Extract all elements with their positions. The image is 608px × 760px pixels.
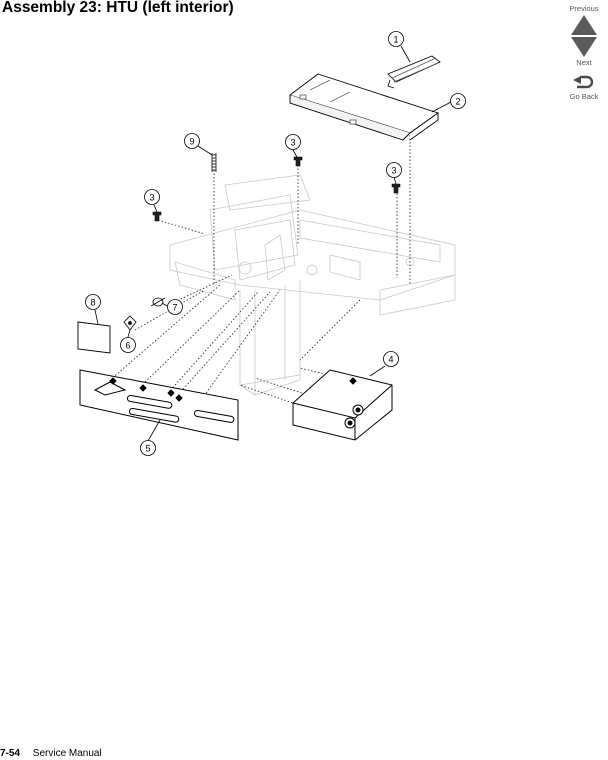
part-3-screws: [152, 156, 401, 222]
exploded-parts-diagram: 1 2 3 3 3 4 5: [77, 31, 466, 456]
callout-3c: 3: [144, 189, 160, 213]
callout-3a: 3: [285, 134, 301, 158]
svg-text:3: 3: [149, 193, 154, 203]
svg-text:9: 9: [189, 137, 194, 147]
svg-text:5: 5: [145, 444, 150, 454]
callouts: 1 2 3 3 3 4 5: [85, 31, 466, 456]
part-7-bushing: [150, 297, 166, 307]
callout-6: 6: [120, 329, 136, 353]
footer-page-number: 7-54: [0, 748, 21, 759]
navigation-panel: Previous Next Go Back: [562, 4, 606, 102]
next-label: Next: [576, 58, 592, 67]
part-2-cover: [289, 73, 439, 141]
svg-text:3: 3: [290, 138, 295, 148]
previous-label: Previous: [569, 4, 599, 13]
svg-text:8: 8: [90, 298, 95, 308]
previous-button[interactable]: Previous: [569, 4, 599, 36]
callout-1: 1: [388, 31, 411, 63]
callout-2: 2: [431, 93, 466, 113]
part-5-plate: [79, 369, 239, 441]
callout-3b: 3: [386, 162, 402, 185]
part-4-box: [292, 369, 393, 441]
part-9-spring: [211, 153, 217, 172]
callout-7: 7: [161, 299, 183, 315]
svg-text:1: 1: [393, 35, 398, 45]
callout-4: 4: [369, 351, 399, 377]
svg-text:7: 7: [172, 303, 177, 313]
go-back-icon: [572, 75, 594, 89]
up-arrow-icon: [571, 15, 597, 35]
callout-5: 5: [140, 419, 161, 456]
page-title: Assembly 23: HTU (left interior): [2, 0, 234, 16]
svg-text:2: 2: [455, 97, 460, 107]
go-back-button[interactable]: Go Back: [569, 74, 599, 102]
page-footer: 7-54 Service Manual: [0, 748, 102, 760]
svg-text:4: 4: [388, 355, 393, 365]
svg-text:3: 3: [391, 166, 396, 176]
callout-8: 8: [85, 294, 101, 325]
go-back-label: Go Back: [569, 92, 599, 101]
part-1-latch: [387, 55, 441, 89]
footer-manual-name: Service Manual: [32, 748, 102, 759]
part-6-clip: [123, 315, 137, 331]
callout-9: 9: [184, 133, 213, 156]
htu-frame-outline: [169, 174, 456, 396]
svg-text:6: 6: [125, 341, 130, 351]
down-arrow-icon: [571, 37, 597, 57]
part-8-label: [77, 321, 111, 354]
next-button[interactable]: Next: [570, 36, 598, 68]
